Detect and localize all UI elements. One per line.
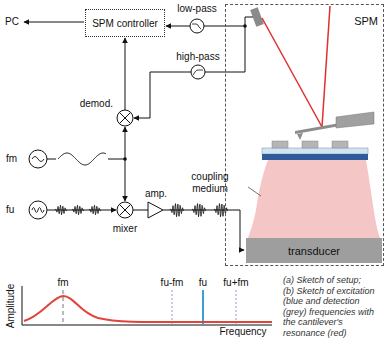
controller-box: SPM controller	[85, 9, 165, 37]
oscillator-fu	[29, 201, 47, 219]
signal-wire	[166, 26, 190, 27]
laser-beam	[322, 6, 330, 127]
sideband-marker	[236, 290, 237, 325]
oscillator-fm	[29, 150, 47, 168]
signal-wire	[163, 210, 244, 250]
oscillator-symbol	[32, 208, 44, 213]
spm-enclosure: SPM transducer	[225, 4, 384, 266]
junction-dot	[123, 157, 127, 161]
mixer-cross	[120, 205, 131, 216]
sample-feature	[302, 141, 318, 148]
burst-wave	[170, 204, 228, 217]
axis-label: Amplitude	[5, 284, 17, 328]
frequency-tick: fu	[199, 277, 207, 289]
frequency-symbol: fu	[6, 204, 14, 216]
cantilever	[295, 123, 340, 134]
signal-wire	[133, 210, 148, 211]
mixer-cross	[120, 113, 131, 124]
glass-slide	[262, 148, 368, 154]
filter-label: high-pass	[176, 51, 219, 63]
sine-wave	[58, 153, 106, 165]
plot-axes	[22, 286, 272, 325]
mixer	[117, 202, 133, 218]
signal-wire	[134, 72, 191, 118]
resonance-curve	[24, 296, 272, 322]
leader-line	[248, 187, 261, 196]
caption-text: (a) Sketch of setup;	[283, 275, 385, 286]
frequency-symbol: fm	[6, 153, 17, 165]
burst-wave	[55, 205, 101, 215]
amp-label: amp.	[145, 188, 167, 200]
wave-ground	[56, 150, 108, 168]
laser-beam	[262, 18, 322, 127]
demod-label: demod.	[80, 98, 113, 110]
cantilever-chip	[336, 112, 374, 128]
signal-wire	[125, 159, 126, 201]
amplifier	[148, 202, 163, 218]
demodulator-mixer	[117, 110, 133, 126]
frequency-tick: fm	[57, 277, 68, 289]
high-pass-filter	[191, 65, 205, 79]
transducer-box: transducer	[246, 238, 382, 263]
sample-feature	[272, 141, 288, 148]
sideband-marker	[172, 290, 173, 325]
oscillator-symbol	[32, 157, 44, 162]
mixer-label: mixer	[113, 223, 137, 235]
filter-curve	[192, 24, 201, 29]
coupling-medium	[248, 160, 380, 238]
fu-line	[202, 290, 204, 325]
node-label: transducer	[288, 245, 340, 257]
caption-block: (a) Sketch of setup;(b) Sketch of excita…	[283, 275, 385, 338]
signal-wire	[24, 22, 84, 23]
axis-label: Frequency	[219, 326, 266, 338]
output-label: PC	[5, 16, 19, 28]
filter-curve	[193, 70, 203, 75]
node-label: SPM controller	[92, 18, 158, 29]
substrate-layer	[262, 154, 368, 160]
frequency-tick: fu-fm	[161, 277, 184, 289]
signal-wire	[125, 38, 126, 110]
medium-label: coupling medium	[175, 171, 245, 195]
caption-text: (b) Sketch of excitation (blue and detec…	[283, 286, 385, 339]
frequency-tick: fu+fm	[223, 277, 248, 289]
sample-feature	[332, 141, 348, 148]
cantilever-tip	[297, 133, 303, 140]
node-label: SPM	[354, 15, 378, 27]
filter-label: low-pass	[177, 3, 216, 15]
low-pass-filter	[190, 19, 204, 33]
